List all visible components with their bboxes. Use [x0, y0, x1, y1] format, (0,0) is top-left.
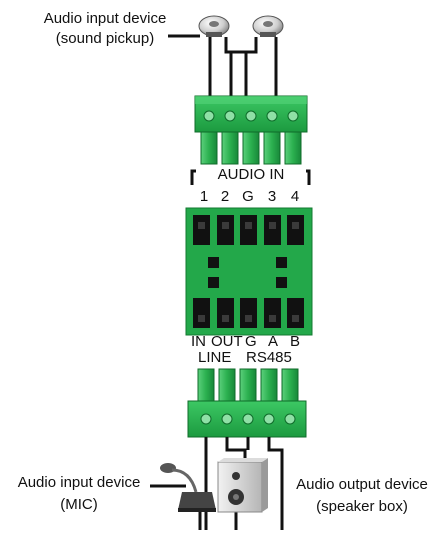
top-pin-label-4: 4 — [290, 188, 300, 205]
mic-subtitle: (MIC) — [60, 496, 98, 513]
top-pin-label-3: 3 — [267, 188, 277, 205]
pickup-wires — [168, 34, 278, 103]
bottom-pin-label-b: B — [290, 333, 301, 350]
audio-in-label: AUDIO IN — [196, 166, 306, 184]
mic-title: Audio input device — [17, 474, 141, 491]
bottom-pin-label-a: A — [268, 333, 279, 350]
audio-input-pickup-label: Audio input device (sound pickup) — [20, 9, 190, 49]
speaker-title: Audio output device — [296, 476, 428, 493]
top-pin-label-1: 1 — [199, 188, 209, 205]
device-wires — [150, 437, 284, 530]
line-label: LINE — [198, 349, 232, 366]
top-terminal-block — [194, 95, 308, 165]
top-pin-row — [193, 215, 304, 245]
bottom-pin-row — [193, 298, 304, 328]
bottom-pin-label-g: G — [245, 333, 257, 350]
top-pin-label-g: G — [242, 188, 254, 205]
speaker-box-icon — [217, 458, 268, 513]
sound-pickup-left-icon — [198, 15, 230, 37]
speaker-label: Audio output device (speaker box) — [284, 474, 440, 518]
bottom-pin-label-in: IN — [191, 333, 206, 350]
top-pin-label-2: 2 — [220, 188, 230, 205]
mic-label: Audio input device (MIC) — [4, 472, 154, 516]
main-connector-module — [185, 207, 313, 336]
bottom-pin-label-out: OUT — [211, 333, 243, 350]
speaker-subtitle: (speaker box) — [316, 498, 408, 515]
sound-pickup-right-icon — [252, 15, 284, 37]
audio-input-pickup-subtitle: (sound pickup) — [55, 30, 155, 47]
bottom-terminal-block — [187, 368, 307, 438]
gooseneck-microphone-icon — [160, 463, 216, 512]
audio-input-pickup-title: Audio input device — [43, 10, 167, 27]
rs485-label: RS485 — [246, 349, 292, 366]
